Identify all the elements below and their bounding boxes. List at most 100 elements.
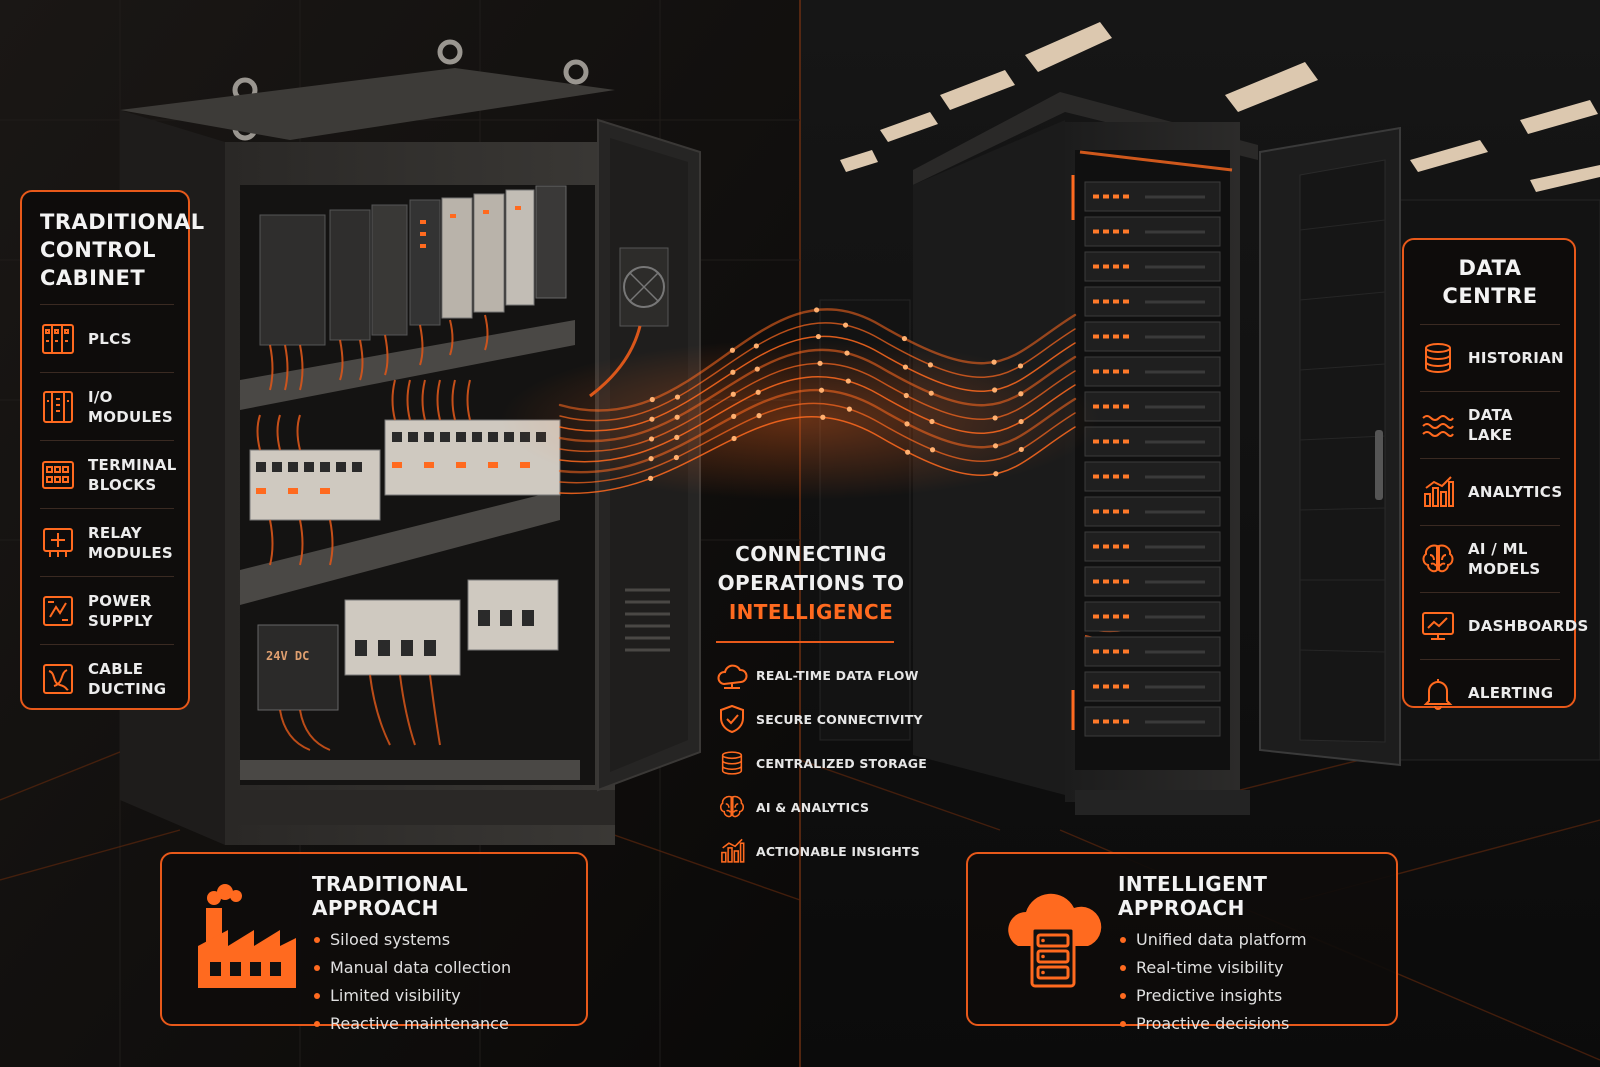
data-flow-particle (842, 322, 849, 328)
server-status-led (1093, 194, 1099, 199)
left-panel-item-label: POWER SUPPLY (88, 591, 153, 630)
left-panel-item-power-supply: POWER SUPPLY (40, 576, 174, 644)
server-status-led (1093, 684, 1099, 689)
server-status-led (1103, 614, 1109, 619)
server-status-led (1113, 299, 1119, 304)
server-status-led (1103, 229, 1109, 234)
right-panel-item-historian: HISTORIAN (1420, 324, 1564, 391)
server-status-led (1113, 719, 1119, 724)
server-status-led (1093, 579, 1099, 584)
server-status-led (1113, 614, 1119, 619)
feature-label: AI & ANALYTICS (756, 799, 870, 815)
left-panel-title: TRADITIONAL CONTROL CABINET (40, 210, 205, 290)
server-status-led (1123, 614, 1129, 619)
intelligent-approach-title: INTELLIGENT APPROACH (1118, 872, 1268, 920)
server-status-led (1103, 544, 1109, 549)
server-status-led (1103, 649, 1109, 654)
intelligent-approach-body: INTELLIGENT APPROACH Unified data platfo… (1118, 872, 1380, 1038)
server-vent (1145, 580, 1205, 584)
bullet-predictive-insights: Predictive insights (1118, 982, 1380, 1010)
server-vent (1145, 195, 1205, 199)
data-flow-particle (731, 435, 737, 442)
waves-icon (1420, 407, 1456, 443)
server-status-led (1123, 299, 1129, 304)
server-status-led (1113, 544, 1119, 549)
data-flow-stream (558, 348, 1077, 443)
server-status-led (1103, 264, 1109, 269)
data-flow-stream (558, 308, 1077, 412)
server-vent (1145, 265, 1205, 269)
data-flow-particle (991, 359, 997, 365)
right-panel-item-data-lake: DATA LAKE (1420, 391, 1560, 458)
data-flow-particle (648, 456, 654, 462)
data-flow-particle (817, 360, 823, 366)
left-panel-item-label: TERMINAL BLOCKS (88, 455, 177, 494)
server-vent (1145, 720, 1205, 724)
data-flow-particle (649, 416, 655, 422)
data-flow-particle (901, 335, 908, 342)
right-panel-item-label: DATA LAKE (1468, 406, 1513, 444)
server-vent (1145, 300, 1205, 304)
feature-centralized-storage: CENTRALIZED STORAGE (716, 741, 927, 785)
cloud-server-icon (998, 884, 1108, 994)
server-status-led (1123, 649, 1129, 654)
server-status-led (1113, 229, 1119, 234)
server-status-led (1113, 404, 1119, 409)
left-panel-item-label: RELAY MODULES (88, 523, 174, 562)
bullet-real-time-visibility: Real-time visibility (1118, 954, 1380, 982)
server-status-led (1123, 509, 1129, 514)
server-status-led (1123, 369, 1129, 374)
server-status-led (1093, 369, 1099, 374)
center-divider (716, 641, 894, 643)
right-panel-item-label: AI / ML MODELS (1468, 540, 1541, 578)
dashboard-monitor-icon (1420, 608, 1456, 644)
server-status-led (1103, 299, 1109, 304)
center-title-line-1: CONNECTING (735, 542, 887, 566)
data-flow-stream (559, 335, 1076, 432)
server-status-led (1093, 334, 1099, 339)
psu-label: 24V DC (266, 649, 309, 663)
data-flow-particle (992, 415, 998, 421)
data-flow-particle (649, 396, 655, 403)
feature-label: CENTRALIZED STORAGE (756, 755, 927, 771)
server-vent (1145, 335, 1205, 339)
bullet-reactive-maintenance: Reactive maintenance (312, 1010, 570, 1038)
server-status-led (1113, 264, 1119, 269)
left-panel-item-cable-ducting: CABLE DUCTING (40, 644, 174, 712)
server-status-led (1103, 404, 1109, 409)
center-title: CONNECTING OPERATIONS TO INTELLIGENCE (716, 540, 906, 627)
server-status-led (1123, 474, 1129, 479)
data-flow-particle (674, 394, 681, 400)
feature-label: REAL-TIME DATA FLOW (756, 667, 919, 683)
server-status-led (1113, 369, 1119, 374)
server-vent (1145, 370, 1205, 374)
server-status-led (1123, 579, 1129, 584)
server-status-led (1093, 614, 1099, 619)
data-flow-particle (730, 391, 736, 397)
data-flow-stream (558, 388, 1077, 474)
server-vent (1145, 615, 1205, 619)
data-flow-particle (846, 406, 853, 412)
plc-module-icon (40, 321, 76, 357)
server-status-led (1113, 579, 1119, 584)
server-status-led (1093, 719, 1099, 724)
left-panel-item-label: I/O MODULES (88, 387, 174, 426)
server-status-led (1103, 719, 1109, 724)
feature-label: SECURE CONNECTIVITY (756, 711, 923, 727)
left-panel-item-terminal-blocks: TERMINAL BLOCKS (40, 440, 177, 508)
data-flow-particle (845, 378, 851, 384)
intelligent-approach-card: INTELLIGENT APPROACH Unified data platfo… (966, 852, 1398, 1033)
data-flow-particle (814, 307, 820, 313)
data-flow-particle (929, 447, 936, 453)
data-flow-particle (1017, 363, 1024, 369)
data-flow-particle (818, 387, 825, 393)
server-status-led (1103, 684, 1109, 689)
server-status-led (1123, 334, 1129, 339)
server-vent (1145, 475, 1205, 479)
right-panel-item-label: ALERTING (1468, 684, 1554, 702)
right-panel-item-label: HISTORIAN (1468, 349, 1564, 367)
left-panel-item-relay-modules: RELAY MODULES (40, 508, 174, 576)
database-icon (716, 748, 748, 778)
terminal-block-icon (40, 457, 76, 493)
